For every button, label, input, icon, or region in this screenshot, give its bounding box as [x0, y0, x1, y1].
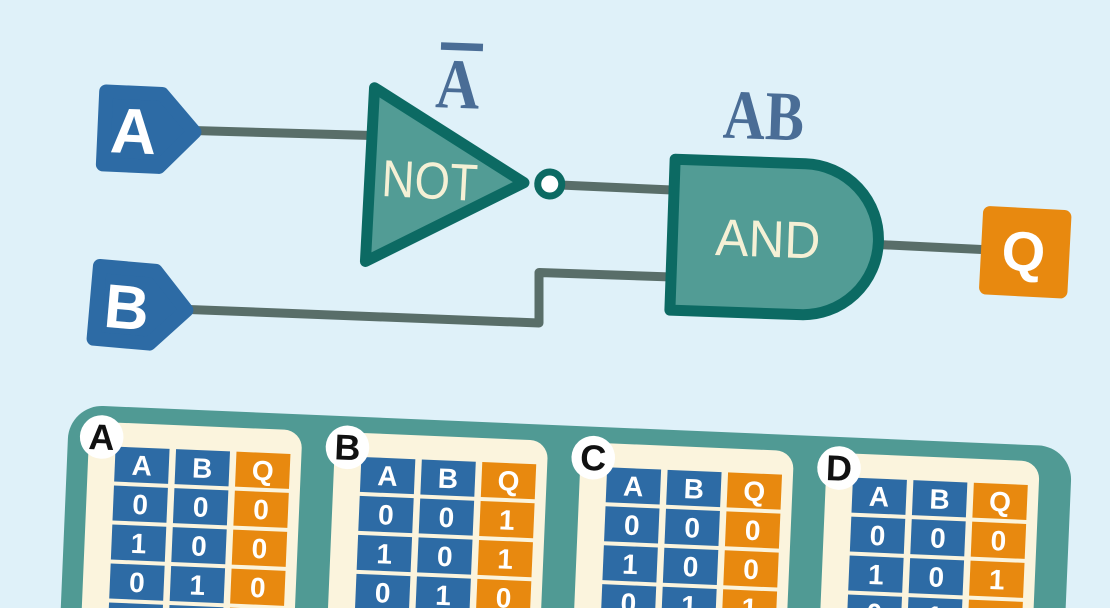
svg-text:0: 0	[682, 551, 699, 583]
svg-text:NOT: NOT	[380, 150, 479, 213]
svg-text:B: B	[334, 426, 362, 468]
svg-text:0: 0	[743, 554, 760, 586]
svg-text:0: 0	[869, 520, 886, 552]
svg-text:C: C	[579, 437, 607, 479]
svg-text:0: 0	[623, 510, 640, 542]
svg-text:1: 1	[189, 569, 206, 601]
svg-text:0: 0	[192, 491, 209, 523]
svg-text:B: B	[929, 483, 951, 515]
svg-text:1: 1	[622, 549, 639, 581]
svg-text:1: 1	[497, 543, 514, 575]
svg-text:0: 0	[436, 541, 453, 573]
svg-text:0: 0	[620, 587, 637, 608]
svg-text:0: 0	[251, 533, 268, 565]
svg-text:0: 0	[866, 598, 883, 608]
svg-text:A: A	[131, 450, 153, 482]
svg-text:Q: Q	[251, 455, 274, 487]
svg-text:0: 0	[374, 577, 391, 608]
svg-text:B: B	[683, 473, 705, 505]
svg-text:0: 0	[928, 561, 945, 593]
svg-text:0: 0	[495, 582, 512, 608]
svg-text:1: 1	[498, 504, 515, 536]
svg-text:1: 1	[741, 593, 758, 608]
svg-text:0: 0	[684, 512, 701, 544]
svg-text:A: A	[623, 470, 645, 502]
svg-text:1: 1	[376, 538, 393, 570]
svg-text:0: 0	[990, 525, 1007, 557]
svg-text:D: D	[825, 447, 853, 489]
svg-text:Q: Q	[497, 465, 520, 497]
svg-text:1: 1	[130, 528, 147, 560]
svg-text:Q: Q	[989, 486, 1012, 518]
svg-text:AND: AND	[714, 209, 821, 271]
svg-text:Q: Q	[1000, 219, 1047, 284]
svg-text:1: 1	[435, 580, 452, 608]
svg-text:0: 0	[249, 572, 266, 604]
svg-text:B: B	[101, 272, 152, 345]
svg-text:0: 0	[930, 522, 947, 554]
svg-text:A: A	[109, 94, 158, 168]
svg-text:1: 1	[926, 600, 943, 608]
svg-text:1: 1	[127, 606, 144, 608]
svg-text:0: 0	[438, 502, 455, 534]
svg-text:0: 0	[132, 489, 149, 521]
svg-text:A: A	[434, 45, 481, 124]
svg-text:B: B	[437, 463, 459, 495]
svg-text:Q: Q	[743, 476, 766, 508]
svg-text:0: 0	[191, 530, 208, 562]
svg-text:0: 0	[987, 603, 1004, 608]
svg-text:1: 1	[680, 590, 697, 608]
svg-text:B: B	[192, 452, 214, 484]
svg-text:A: A	[88, 416, 116, 458]
svg-text:A: A	[868, 481, 890, 513]
svg-text:0: 0	[744, 515, 761, 547]
svg-text:0: 0	[128, 567, 145, 599]
svg-text:1: 1	[867, 559, 884, 591]
svg-text:AB: AB	[722, 77, 806, 157]
svg-text:0: 0	[378, 499, 395, 531]
svg-text:A: A	[377, 460, 399, 492]
svg-text:0: 0	[253, 494, 270, 526]
svg-text:1: 1	[988, 564, 1005, 596]
